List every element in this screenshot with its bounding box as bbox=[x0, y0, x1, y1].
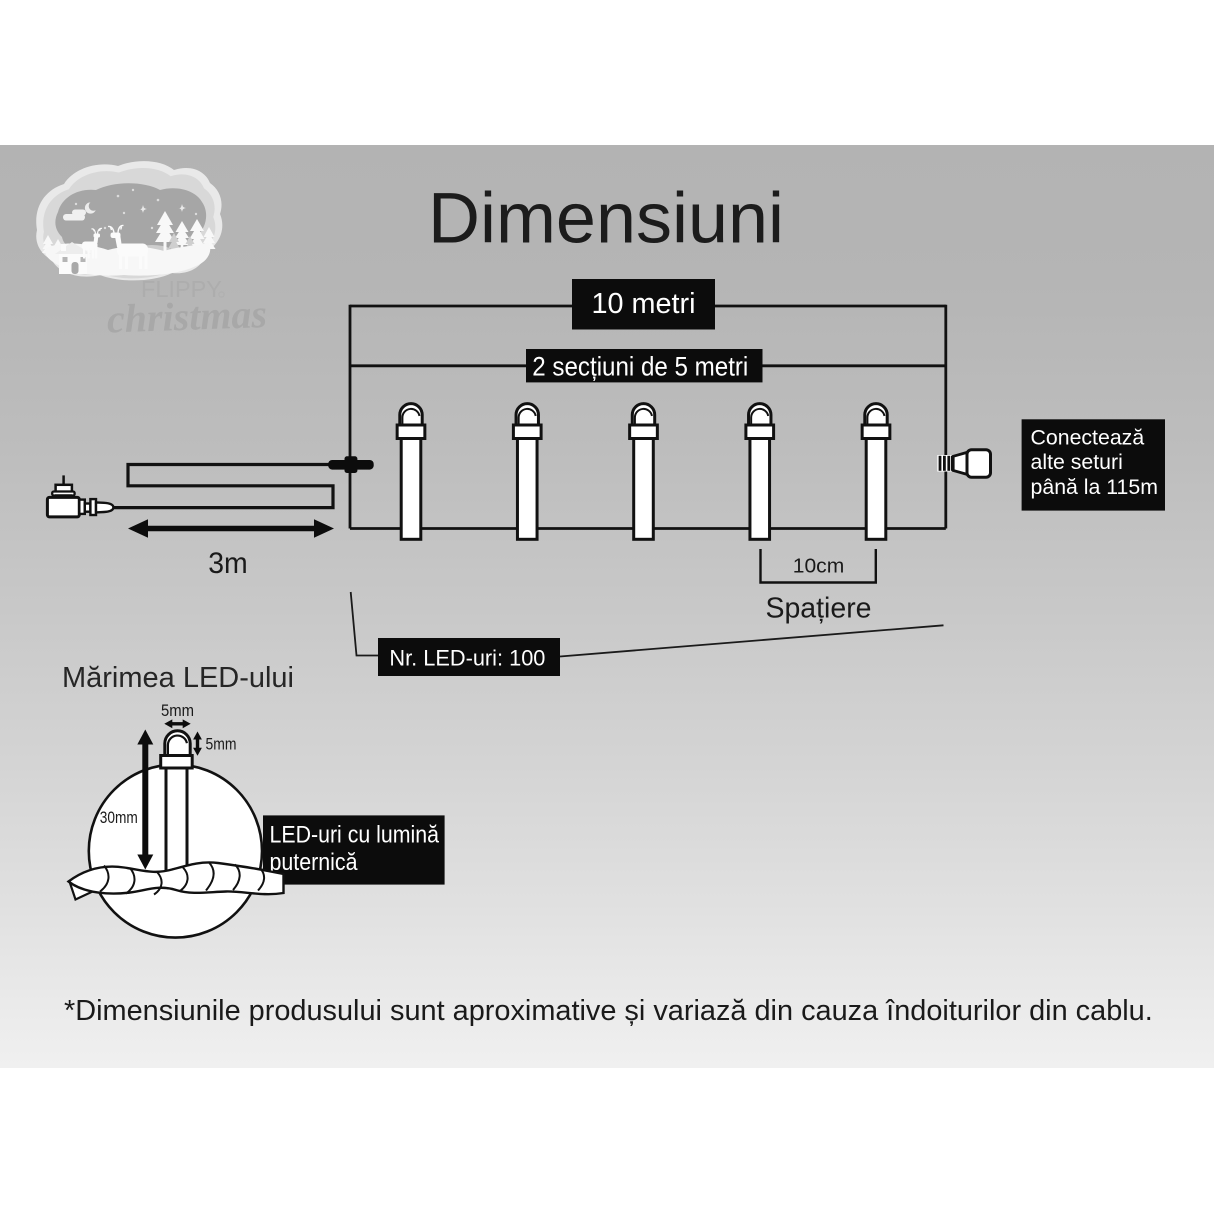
svg-text:LED-uri cu lumină: LED-uri cu lumină bbox=[270, 822, 440, 849]
svg-text:FLIPPY: FLIPPY bbox=[141, 276, 222, 302]
svg-text:până la 115m: până la 115m bbox=[1031, 475, 1158, 499]
svg-text:30mm: 30mm bbox=[100, 808, 138, 827]
svg-text:Nr. LED-uri: 100: Nr. LED-uri: 100 bbox=[389, 646, 545, 671]
svg-text:10cm: 10cm bbox=[793, 555, 845, 578]
svg-text:Dimensiuni: Dimensiuni bbox=[428, 180, 784, 259]
svg-text:christmas: christmas bbox=[106, 291, 268, 342]
svg-text:Conectează: Conectează bbox=[1031, 426, 1145, 450]
svg-text:alte seturi: alte seturi bbox=[1031, 450, 1123, 474]
svg-text:5mm: 5mm bbox=[206, 735, 237, 754]
svg-text:*Dimensiunile produsului sunt: *Dimensiunile produsului sunt aproximati… bbox=[64, 995, 1153, 1027]
svg-text:5mm: 5mm bbox=[161, 701, 194, 720]
svg-text:2 secțiuni de 5 metri: 2 secțiuni de 5 metri bbox=[532, 350, 748, 381]
svg-text:Spațiere: Spațiere bbox=[766, 592, 872, 624]
svg-text:3m: 3m bbox=[208, 547, 248, 580]
svg-text:puternică: puternică bbox=[270, 849, 359, 876]
svg-text:Mărimea LED-ului: Mărimea LED-ului bbox=[62, 662, 294, 694]
svg-text:10 metri: 10 metri bbox=[592, 288, 696, 320]
